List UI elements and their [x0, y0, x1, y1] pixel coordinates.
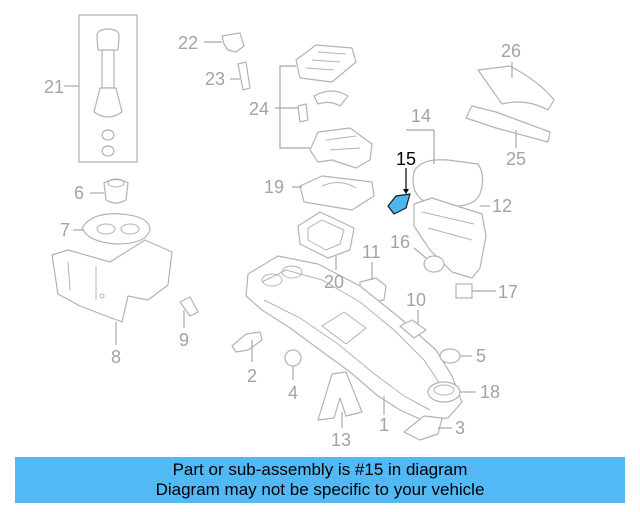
part-24-shift-indicator — [275, 44, 373, 169]
label-13: 13 — [331, 430, 351, 450]
parts-diagram: 1 2 3 4 5 6 7 8 9 10 11 12 13 14 15 16 1… — [44, 14, 555, 450]
label-4: 4 — [288, 383, 298, 403]
part-8-lower-panel — [51, 239, 173, 345]
label-11: 11 — [362, 242, 381, 262]
part-26-handle-cover — [477, 62, 555, 111]
part-18-cup-ring — [427, 381, 476, 403]
part-9-pin — [179, 296, 199, 328]
part-6-cup-holder — [90, 178, 129, 204]
label-10: 10 — [406, 290, 426, 310]
label-16: 16 — [390, 232, 410, 252]
label-23: 23 — [205, 69, 225, 89]
part-13-bracket — [317, 371, 363, 428]
label-25: 25 — [506, 149, 526, 169]
part-5-plug — [439, 348, 472, 364]
part-25-rail — [465, 105, 551, 148]
label-12: 12 — [492, 196, 512, 216]
part-20-bezel — [297, 211, 355, 270]
label-17: 17 — [498, 282, 518, 302]
part-2-clip — [231, 331, 263, 362]
label-15: 15 — [396, 149, 416, 169]
label-3: 3 — [455, 418, 465, 438]
part-19-shift-plate — [292, 175, 375, 211]
banner-line-2: Diagram may not be specific to your vehi… — [155, 480, 485, 499]
part-3-trim — [403, 415, 452, 441]
label-24: 24 — [249, 99, 269, 119]
label-7: 7 — [60, 220, 70, 240]
part-21-shift-boot — [64, 14, 138, 163]
part-17-cap — [455, 283, 496, 299]
part-16-knob — [413, 247, 445, 273]
label-26: 26 — [501, 41, 521, 61]
label-5: 5 — [476, 346, 486, 366]
part-4-knob — [284, 349, 302, 380]
label-18: 18 — [480, 382, 500, 402]
part-7-cup-holder-tray — [73, 213, 151, 245]
label-21: 21 — [44, 77, 64, 97]
label-1: 1 — [379, 415, 389, 435]
label-6: 6 — [74, 183, 84, 203]
label-9: 9 — [179, 330, 189, 350]
info-banner: Part or sub-assembly is #15 in diagram D… — [15, 457, 625, 503]
label-14: 14 — [411, 106, 431, 126]
part-12-armrest-base — [413, 197, 490, 279]
banner-line-1: Part or sub-assembly is #15 in diagram — [172, 460, 468, 479]
label-2: 2 — [247, 366, 257, 386]
part-15-highlighted — [387, 168, 411, 215]
label-19: 19 — [264, 177, 284, 197]
label-20: 20 — [324, 272, 344, 292]
part-22-knob — [204, 32, 245, 53]
label-22: 22 — [178, 33, 198, 53]
part-14-armrest-lid — [406, 129, 484, 207]
part-10-switch — [399, 310, 427, 339]
part-23-rod — [230, 61, 251, 91]
label-8: 8 — [111, 347, 121, 367]
